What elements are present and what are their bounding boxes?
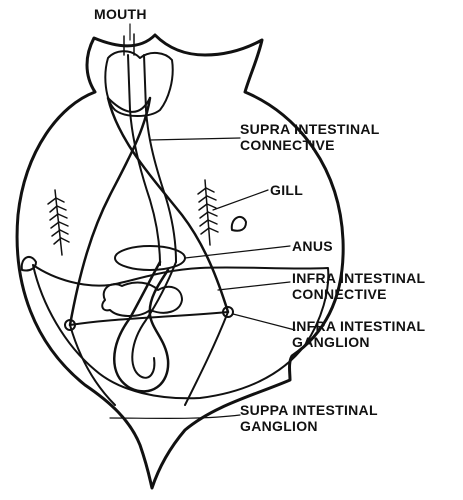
leader-supra-connective: [150, 138, 240, 140]
leader-infra-connective: [218, 282, 290, 290]
buccal-mass: [105, 51, 172, 116]
label-suppa-ganglion-line2: GANGLION: [240, 418, 378, 434]
label-mouth: MOUTH: [94, 6, 147, 22]
label-suppa-ganglion-line1: SUPPA INTESTINAL: [240, 402, 378, 418]
label-infra-connective-line2: CONNECTIVE: [292, 286, 425, 302]
label-suppa-intestinal-ganglion: SUPPA INTESTINAL GANGLION: [240, 402, 378, 434]
anus-ring: [115, 246, 185, 270]
label-infra-intestinal-ganglion: INFRA INTESTINAL GANGLION: [292, 318, 425, 350]
visceral-mass: [102, 283, 182, 316]
label-supra-intestinal-connective: SUPRA INTESTINAL CONNECTIVE: [240, 121, 380, 153]
leader-anus: [185, 246, 290, 258]
label-infra-ganglion-line2: GANGLION: [292, 334, 425, 350]
leader-infra-ganglion: [233, 314, 295, 330]
label-gill: GILL: [270, 182, 303, 198]
right-osphradium: [232, 217, 246, 231]
label-infra-ganglion-line1: INFRA INTESTINAL: [292, 318, 425, 334]
left-osphradium: [22, 257, 36, 271]
right-gill: [198, 180, 218, 245]
leader-gill: [213, 190, 268, 210]
leader-suppa-ganglion: [110, 415, 240, 418]
label-infra-intestinal-connective: INFRA INTESTINAL CONNECTIVE: [292, 270, 425, 302]
label-anus: ANUS: [292, 238, 333, 254]
left-gill: [48, 190, 69, 255]
supra-intestinal-connective: [70, 98, 150, 325]
label-supra-connective-line1: SUPRA INTESTINAL: [240, 121, 380, 137]
label-supra-connective-line2: CONNECTIVE: [240, 137, 380, 153]
intestine-wall: [132, 262, 176, 378]
label-infra-connective-line1: INFRA INTESTINAL: [292, 270, 425, 286]
